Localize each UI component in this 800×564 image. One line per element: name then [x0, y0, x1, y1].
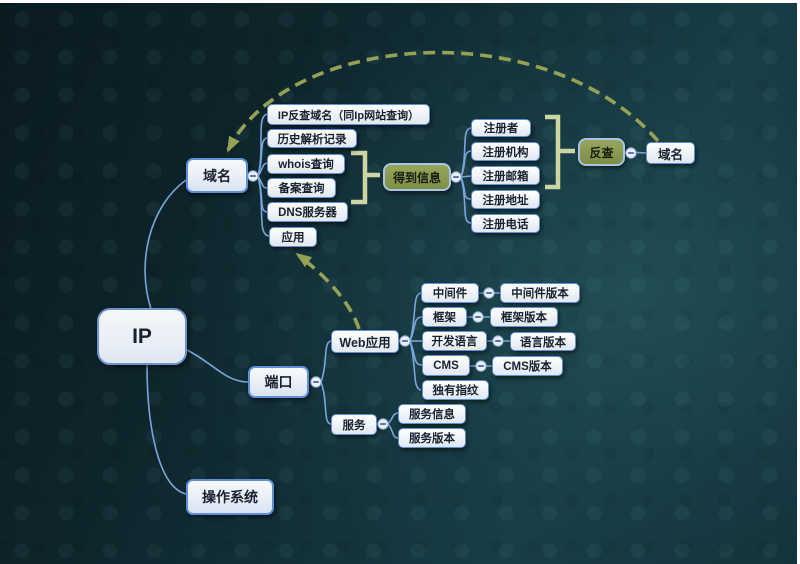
right-white-edge	[797, 0, 800, 564]
node-domain-2[interactable]: 域名	[646, 142, 695, 164]
node-framework[interactable]: 框架	[422, 307, 467, 327]
node-middleware[interactable]: 中间件	[421, 283, 479, 303]
branch-edges	[144, 113, 647, 495]
node-reverse-lookup[interactable]: 反查	[578, 138, 625, 166]
collapse-toggle-icon[interactable]	[625, 147, 637, 159]
arrowhead-icon	[295, 252, 312, 267]
collapse-toggle-icon[interactable]	[472, 311, 484, 323]
node-webapp[interactable]: Web应用	[331, 330, 399, 353]
node-history-records[interactable]: 历史解析记录	[267, 129, 357, 148]
node-cms-version[interactable]: CMS版本	[492, 356, 563, 376]
arrowhead-icon	[227, 135, 240, 153]
node-registrant[interactable]: 注册者	[471, 119, 531, 137]
node-service-version[interactable]: 服务版本	[398, 428, 466, 448]
collapse-toggle-icon[interactable]	[450, 171, 462, 183]
node-dns-server[interactable]: DNS服务器	[267, 202, 348, 222]
node-ip-reverse-domain[interactable]: IP反查域名（同Ip网站查询）	[267, 104, 430, 125]
node-service[interactable]: 服务	[331, 414, 377, 435]
collapse-toggle-icon[interactable]	[399, 335, 411, 347]
node-reg-email[interactable]: 注册邮箱	[471, 166, 540, 185]
node-os[interactable]: 操作系统	[186, 479, 274, 515]
node-unique-fingerprint[interactable]: 独有指纹	[422, 380, 489, 400]
node-middleware-version[interactable]: 中间件版本	[500, 283, 580, 303]
node-reg-address[interactable]: 注册地址	[471, 190, 540, 209]
relationship-arrows	[226, 50, 660, 330]
node-app[interactable]: 应用	[269, 227, 317, 247]
collapse-toggle-icon[interactable]	[247, 170, 259, 182]
node-whois-query[interactable]: whois查询	[267, 154, 345, 174]
node-reg-phone[interactable]: 注册电话	[471, 214, 540, 233]
top-white-edge	[0, 0, 800, 3]
node-language-version[interactable]: 语言版本	[510, 332, 576, 351]
collapse-toggle-icon[interactable]	[377, 418, 389, 430]
node-domain[interactable]: 域名	[186, 158, 248, 193]
node-beian-query[interactable]: 备案查询	[267, 178, 336, 198]
collapse-toggle-icon[interactable]	[483, 287, 495, 299]
node-ip-root[interactable]: IP	[97, 308, 187, 365]
collapse-toggle-icon[interactable]	[310, 376, 322, 388]
node-framework-version[interactable]: 框架版本	[490, 307, 558, 327]
node-cms[interactable]: CMS	[422, 355, 470, 376]
node-reg-org[interactable]: 注册机构	[471, 142, 540, 161]
collapse-toggle-icon[interactable]	[475, 360, 487, 372]
node-got-info[interactable]: 得到信息	[383, 163, 451, 191]
collapse-toggles	[247, 147, 637, 430]
node-port[interactable]: 端口	[248, 366, 309, 398]
collapse-toggle-icon[interactable]	[492, 335, 504, 347]
node-service-info[interactable]: 服务信息	[398, 404, 466, 424]
node-dev-language[interactable]: 开发语言	[422, 331, 487, 351]
summary-brackets	[351, 114, 575, 205]
